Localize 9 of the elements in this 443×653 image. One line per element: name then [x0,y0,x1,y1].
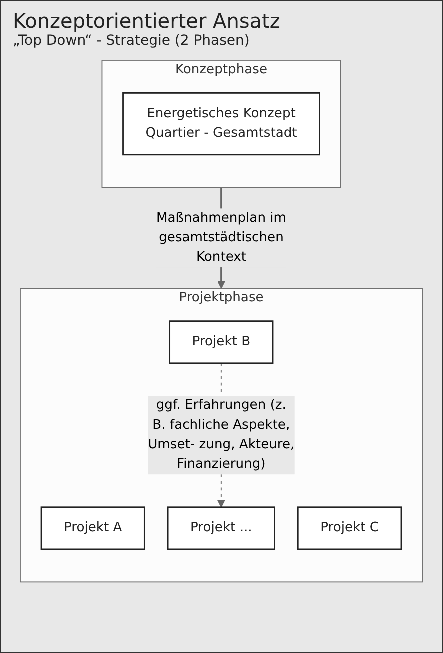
node-box: Projekt A [40,506,146,550]
subtitle-text: „Top Down“ - Strategie (2 Phasen) [13,33,251,49]
edge-label: ggf. Erfahrungen (z. B. fachliche Aspekte, Umset- zung, Akteure, Finanzierung) [148,398,295,472]
diagram-title: Konzeptorientierter Ansatz [13,9,282,33]
node-box: Projekt ... [167,506,276,550]
node-box: Energetisches Konzept Quartier - Gesamtstadt [122,92,320,156]
node-box: Projekt C [297,506,402,550]
edge-label: Maßnahmenplan im gesamtstädtischen Kontext [156,210,287,265]
node-box: Projekt B [169,320,274,364]
